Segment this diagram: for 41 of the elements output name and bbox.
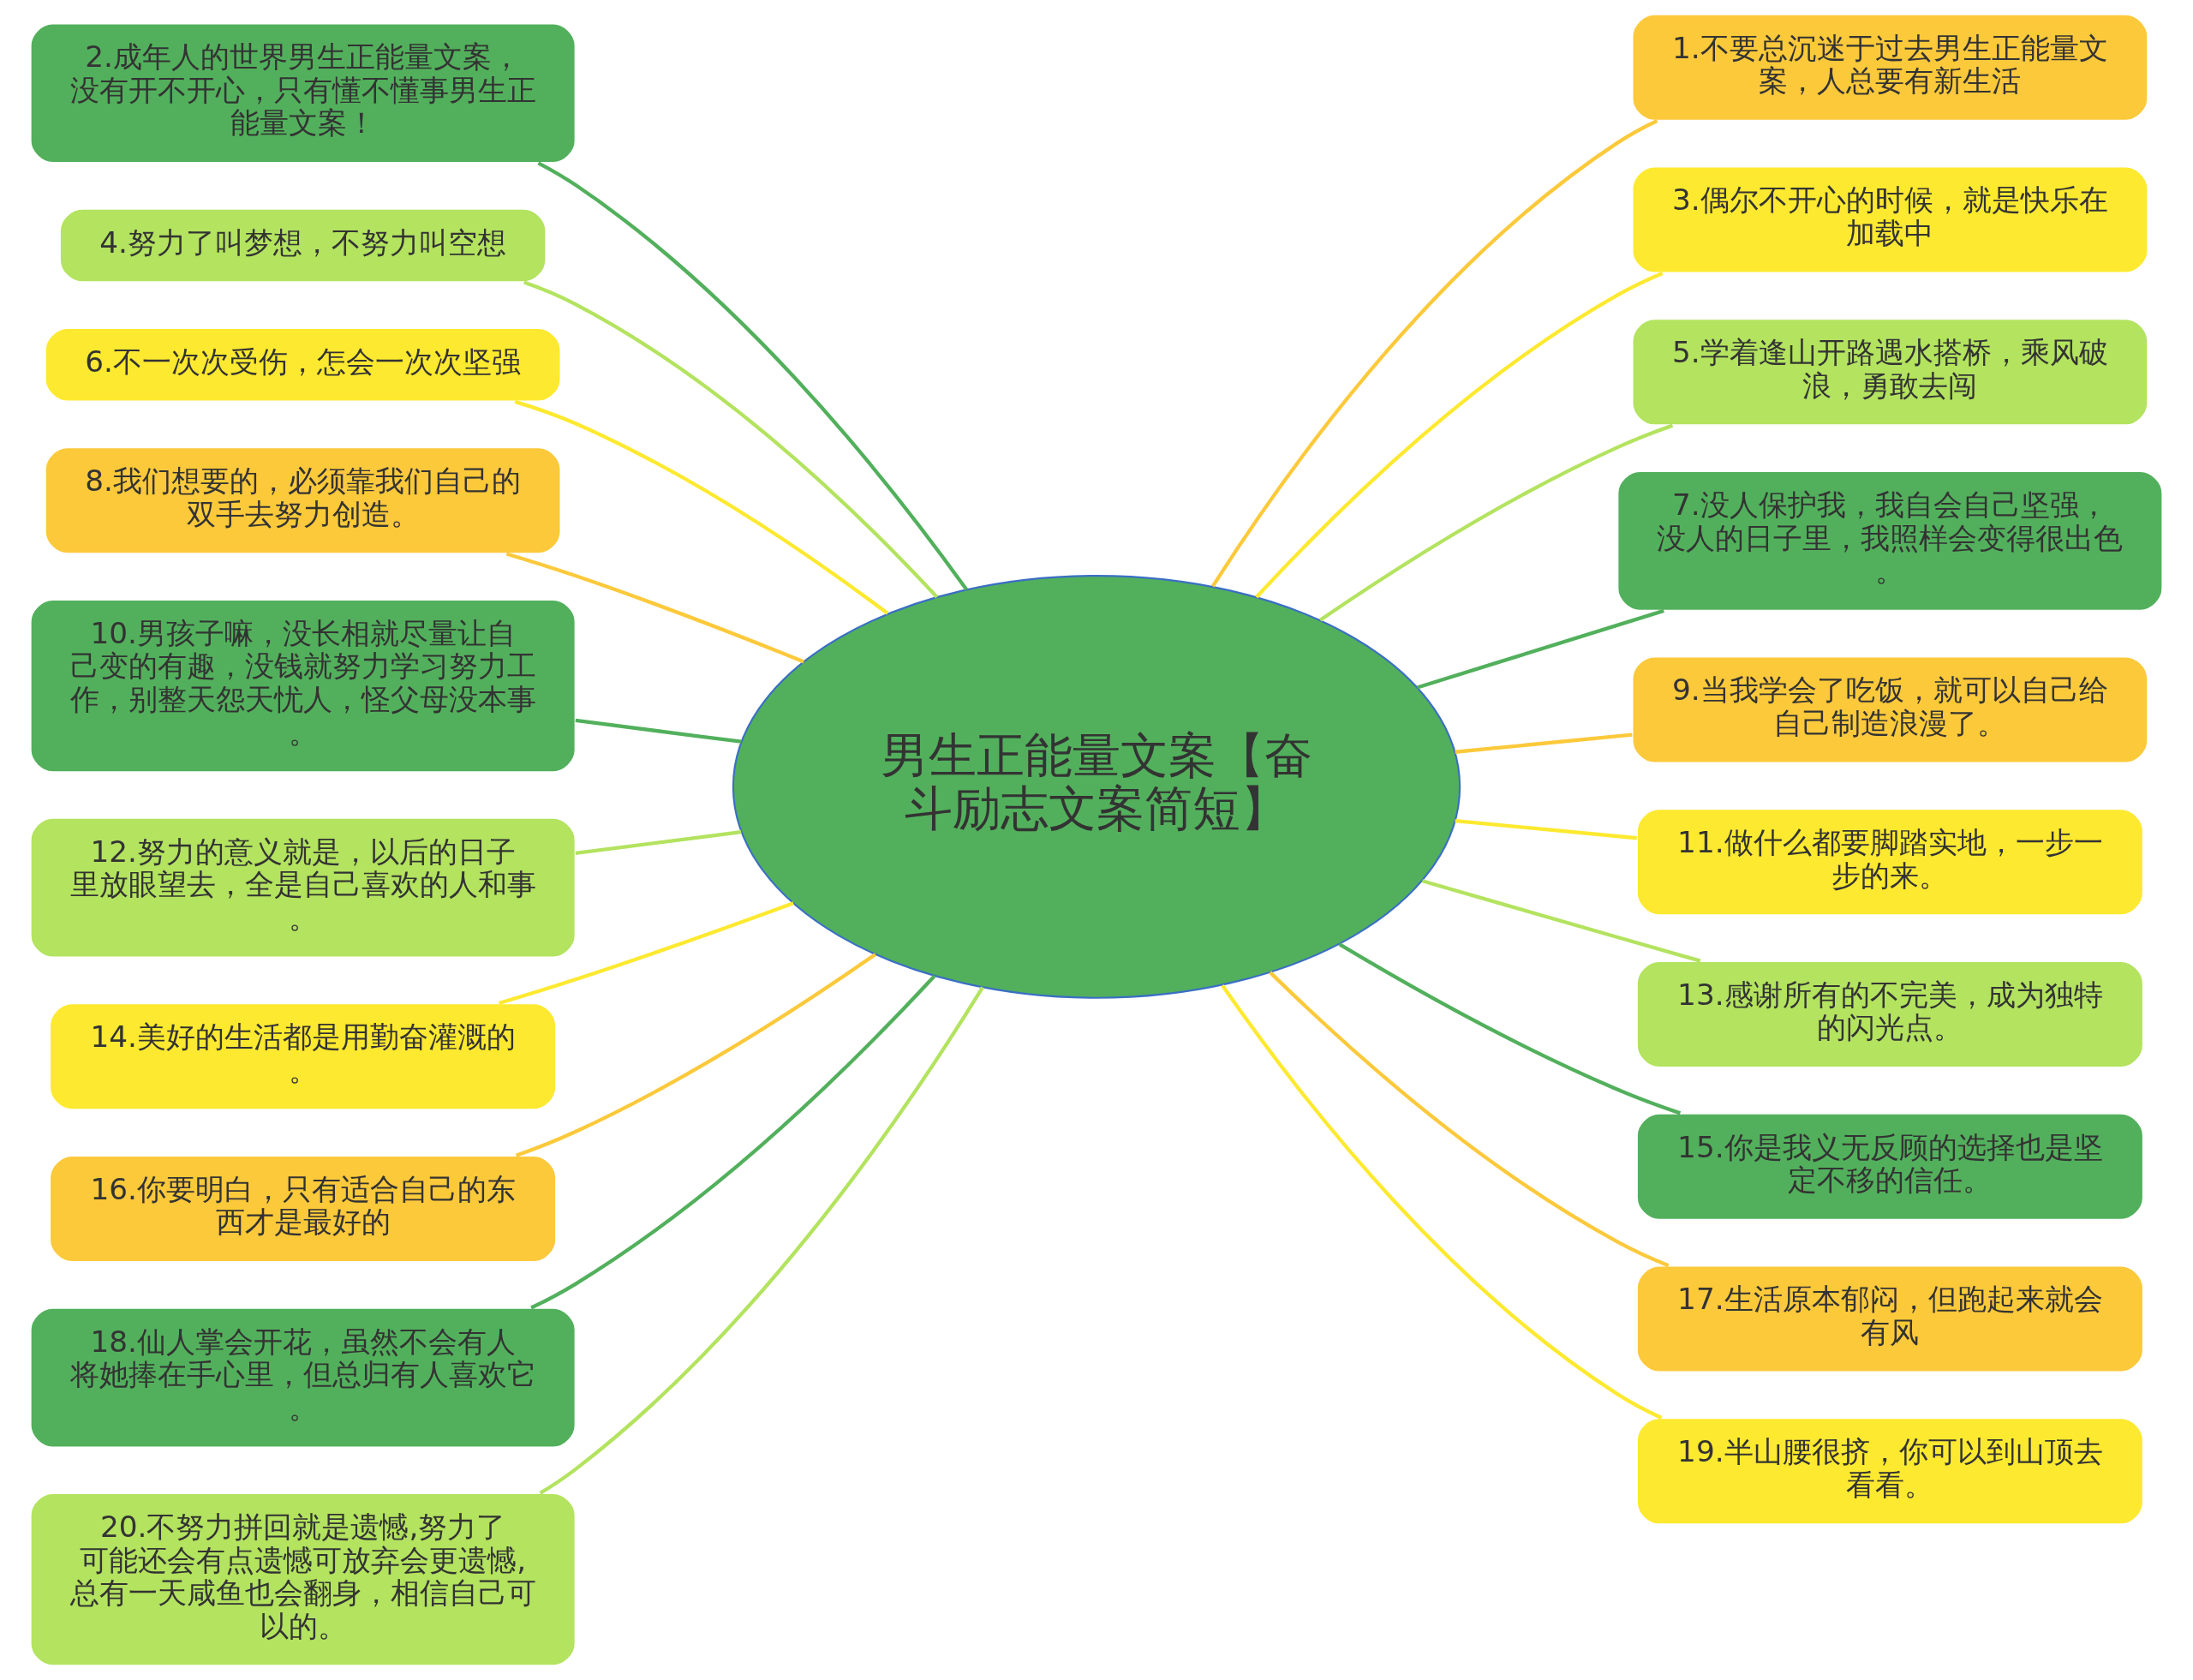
node-box: 18.仙人掌会开花，虽然不会有人将她捧在手心里，但总归有人喜欢它。 — [29, 1306, 577, 1449]
connector — [539, 986, 984, 1495]
connector — [1421, 879, 1701, 963]
connector — [537, 161, 969, 591]
node-box: 3.偶尔不开心的时候，就是快乐在加载中 — [1631, 165, 2149, 274]
connector — [575, 829, 742, 855]
connector — [1269, 971, 1670, 1268]
node-box: 2.成年人的世界男生正能量文案，没有开不开心，只有懂不懂事男生正能量文案！ — [29, 22, 577, 164]
node-box: 5.学着逢山开路遇水搭桥，乘风破浪，勇敢去闯 — [1631, 318, 2149, 427]
connector — [505, 552, 805, 664]
node-box: 6.不一次次受伤，怎会一次次坚强 — [44, 326, 562, 403]
node-box: 1.不要总沉迷于过去男生正能量文案，人总要有新生活 — [1631, 13, 2149, 122]
node-box: 7.没人保护我，我自会自己坚强，没人的日子里，我照样会变得很出色。 — [1616, 469, 2164, 612]
node-box: 8.我们想要的，必须靠我们自己的双手去努力创造。 — [44, 446, 562, 555]
node-box: 11.做什么都要脚踏实地，一步一步的来。 — [1635, 808, 2144, 917]
connector — [498, 901, 794, 1006]
connector — [575, 718, 742, 744]
node-box: 9.当我学会了吃饭，就可以自己给自己制造浪漫了。 — [1631, 655, 2149, 764]
node-box: 10.男孩子嘛，没长相就尽量让自己变的有趣，没钱就努力学习努力工作，别整天怨天忧人，怪父母没本事。 — [29, 598, 577, 774]
connector — [1255, 272, 1664, 599]
node-box: 14.美好的生活都是用勤奋灌溉的。 — [49, 1002, 558, 1111]
node-box: 17.生活原本郁闷，但跑起来就会有风 — [1635, 1264, 2144, 1373]
node-box: 13.感谢所有的不完美，成为独特的闪光点。 — [1635, 960, 2144, 1069]
connector — [1338, 942, 1682, 1115]
connector — [514, 399, 889, 615]
node-box: 20.不努力拼回就是遗憾,努力了可能还会有点遗憾可放弃会更遗憾,总有一天咸鱼也会翻身，相信自己可以的。 — [29, 1492, 577, 1667]
connector — [1455, 818, 1637, 840]
connector — [515, 953, 877, 1157]
connector — [523, 280, 939, 599]
node-ellipse: 男生正能量文案【奋斗励志文案简短】 — [732, 575, 1461, 999]
node-box: 12.努力的意义就是，以后的日子里放眼望去，全是自己喜欢的人和事。 — [29, 816, 577, 959]
node-box: 15.你是我义无反顾的选择也是坚定不移的信任。 — [1635, 1112, 2144, 1221]
connector — [1210, 119, 1658, 588]
connector — [1319, 423, 1674, 622]
connector — [530, 974, 936, 1310]
node-box: 4.努力了叫梦想，不努力叫空想 — [58, 207, 547, 284]
connector — [1416, 608, 1664, 690]
node-box: 19.半山腰很挤，你可以到山顶去看看。 — [1635, 1417, 2144, 1526]
connector — [1455, 732, 1633, 754]
node-box: 16.你要明白，只有适合自己的东西才是最好的 — [49, 1154, 558, 1264]
connector — [1221, 984, 1663, 1420]
